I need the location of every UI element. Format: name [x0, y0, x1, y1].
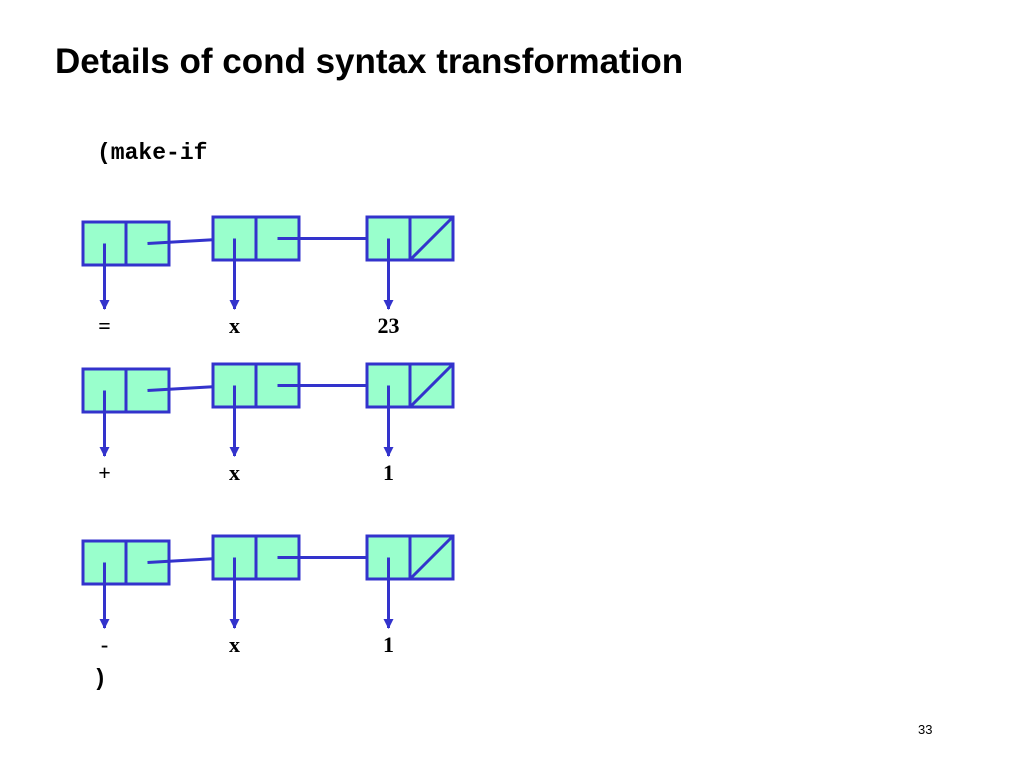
nil-slash	[408, 362, 455, 409]
atom-label: 1	[383, 460, 394, 485]
atom-label: =	[98, 313, 111, 338]
atom-label: 23	[378, 313, 400, 338]
atom-label: x	[229, 313, 240, 338]
atom-label: 1	[383, 632, 394, 657]
nil-slash	[408, 534, 455, 581]
nil-slash	[408, 215, 455, 262]
page-number: 33	[918, 722, 933, 737]
atom-label: x	[229, 632, 240, 657]
atom-label: -	[101, 632, 108, 657]
atom-label: +	[98, 460, 111, 485]
slide-title: Details of cond syntax transformation	[55, 42, 684, 81]
atom-label: x	[229, 460, 240, 485]
code-open-make-if: (make-if	[97, 140, 208, 166]
code-close-paren: )	[93, 666, 107, 692]
